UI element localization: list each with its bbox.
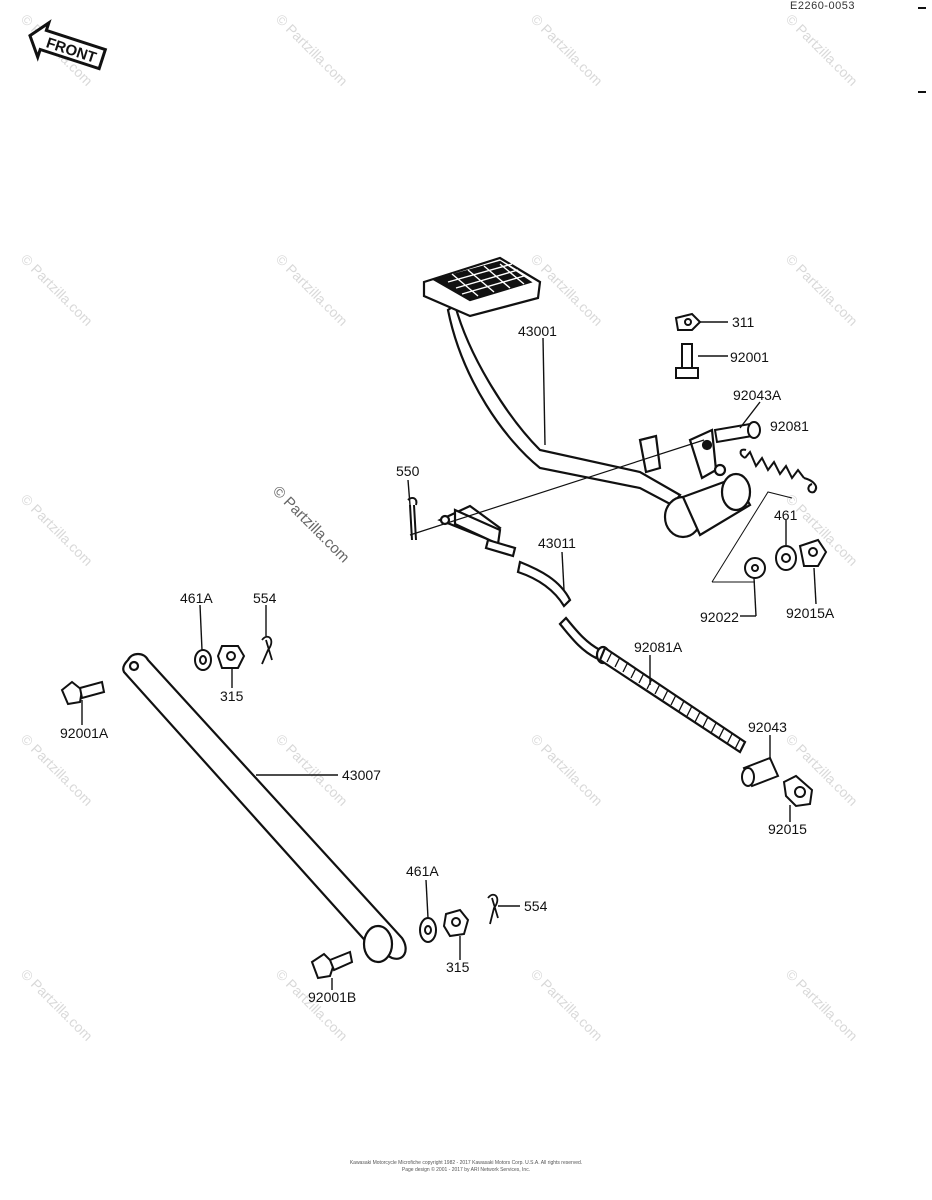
footer-copyright: Kawasaki Motorcycle Microfiche copyright… bbox=[349, 1160, 583, 1166]
label-92022: 92022 bbox=[700, 609, 739, 625]
washer-461 bbox=[775, 545, 797, 571]
label-92015A: 92015A bbox=[786, 605, 835, 621]
clip-554-bottom bbox=[487, 893, 499, 925]
label-554-top: 554 bbox=[253, 590, 277, 606]
pivot-bolt bbox=[713, 421, 761, 444]
diagram-code: E2260-0053 bbox=[790, 0, 855, 12]
label-315-top: 315 bbox=[220, 688, 244, 704]
watermark: © Partzilla.com bbox=[18, 731, 96, 809]
label-461: 461 bbox=[774, 507, 798, 523]
nut-311 bbox=[674, 312, 702, 331]
label-92081: 92081 bbox=[770, 418, 809, 434]
label-92043A: 92043A bbox=[733, 387, 782, 403]
label-92001A: 92001A bbox=[60, 725, 109, 741]
label-461A-bottom: 461A bbox=[406, 863, 439, 879]
label-92015: 92015 bbox=[768, 821, 807, 837]
footer-page-design: Page design © 2001 - 2017 by ARI Network… bbox=[401, 1167, 531, 1173]
label-554-bottom: 554 bbox=[524, 898, 548, 914]
watermark: © Partzilla.com bbox=[273, 731, 351, 809]
washer-461A-top bbox=[194, 649, 212, 671]
return-spring bbox=[739, 448, 818, 494]
washer-461A-bottom bbox=[419, 917, 437, 943]
clip-554-top bbox=[261, 635, 273, 665]
label-92081A: 92081A bbox=[634, 639, 683, 655]
label-43001: 43001 bbox=[518, 323, 557, 339]
watermark: © Partzilla.com bbox=[273, 11, 351, 89]
watermark: © Partzilla.com bbox=[783, 966, 861, 1044]
label-92001: 92001 bbox=[730, 349, 769, 365]
nut-315-bottom bbox=[442, 908, 470, 938]
bolt-92001A bbox=[60, 680, 106, 706]
brake-pedal bbox=[422, 256, 752, 539]
watermark: © Partzilla.com bbox=[18, 491, 96, 569]
label-92043: 92043 bbox=[748, 719, 787, 735]
watermark: © Partzilla.com bbox=[18, 966, 96, 1044]
watermark: © Partzilla.com bbox=[18, 251, 96, 329]
brake-link bbox=[122, 652, 407, 964]
watermark-layer: © Partzilla.com © Partzilla.com © Partzi… bbox=[18, 11, 861, 1044]
trunnion-92043 bbox=[741, 756, 780, 788]
washer-92022 bbox=[744, 557, 766, 579]
leader-lines bbox=[81, 337, 817, 990]
watermark: © Partzilla.com bbox=[783, 11, 861, 89]
part-labels: 43001 311 92001 92043A 92081 550 43011 4… bbox=[60, 314, 835, 1005]
label-92001B: 92001B bbox=[308, 989, 356, 1005]
nut-315-top bbox=[216, 645, 246, 669]
label-461A-top: 461A bbox=[180, 590, 213, 606]
bolt-92001B bbox=[310, 950, 354, 980]
brake-rod bbox=[437, 504, 747, 754]
watermark: © Partzilla.com bbox=[273, 251, 351, 329]
watermark: © Partzilla.com bbox=[528, 966, 606, 1044]
rod-thread bbox=[606, 651, 741, 750]
label-43007: 43007 bbox=[342, 767, 381, 783]
label-315-bottom: 315 bbox=[446, 959, 470, 975]
label-43011: 43011 bbox=[538, 535, 576, 551]
wing-nut-92015 bbox=[782, 774, 814, 808]
watermark: © Partzilla.com bbox=[783, 251, 861, 329]
watermark-center: © Partzilla.com bbox=[269, 483, 352, 566]
label-311: 311 bbox=[732, 314, 755, 330]
watermark: © Partzilla.com bbox=[528, 11, 606, 89]
bolt-92001 bbox=[675, 343, 699, 379]
label-550: 550 bbox=[396, 463, 420, 479]
watermark: © Partzilla.com bbox=[528, 731, 606, 809]
cap-nut-92015A bbox=[798, 538, 828, 567]
